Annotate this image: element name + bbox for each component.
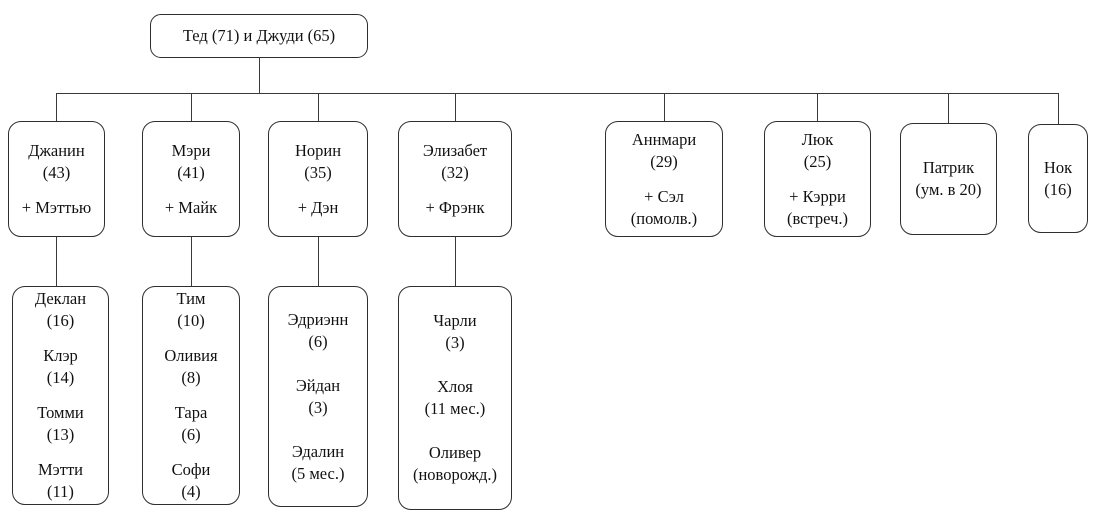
partner-label: + Кэрри: [789, 186, 846, 206]
person-age: (14): [46, 368, 75, 387]
connector-drop-annmarie: [664, 93, 665, 122]
person-name: Эдриэнн: [287, 309, 349, 329]
grandchild: Эдалин (5 мес.): [292, 441, 345, 485]
person-age: (16): [46, 311, 75, 330]
node-patrick: Патрик (ум. в 20): [900, 123, 997, 235]
connector-drop-patrick: [948, 93, 949, 123]
person-name: Томми: [37, 403, 84, 422]
partner-label: + Мэттью: [21, 197, 92, 217]
person-age: (11 мес.): [424, 399, 486, 418]
person-name: Люк: [801, 129, 834, 149]
partner-note: (встреч.): [786, 208, 848, 228]
person-name: Тара: [174, 403, 208, 422]
node-kids-janine: Деклан (16) Клэр (14) Томми (13) Мэтти (…: [12, 286, 109, 505]
person-name: Норин: [294, 140, 342, 160]
grandchild: Тим (10): [177, 288, 206, 332]
grandchild: Чарли (3): [433, 310, 476, 354]
person-name: Деклан: [34, 289, 87, 308]
person-age: (5 мес.): [291, 463, 345, 483]
person-name: Оливия: [164, 346, 218, 365]
connector-drop-elizabeth: [455, 93, 456, 122]
person-age: (43): [42, 162, 71, 182]
person-age: (6): [308, 331, 328, 351]
grandchild: Оливия (8): [164, 345, 217, 389]
person-name: Оливер: [428, 443, 482, 462]
grandchild: Софи (4): [172, 459, 211, 503]
grandchild: Эдриэнн (6): [288, 309, 349, 353]
node-kids-mary: Тим (10) Оливия (8) Тара (6) Софи (4): [142, 286, 240, 505]
person-name: Элизабет: [422, 140, 488, 160]
person-age: (8): [181, 368, 201, 387]
person-age: (3): [445, 333, 465, 352]
connector-root-drop: [259, 57, 260, 94]
partner-label: + Фрэнк: [425, 197, 485, 217]
person-age: (ум. в 20): [915, 180, 982, 199]
connector-janine-kids: [56, 237, 57, 286]
person-age: (10): [177, 311, 205, 330]
grandchild: Деклан (16): [35, 288, 86, 332]
grandchild: Тара (6): [175, 402, 208, 446]
person-name: Чарли: [433, 311, 477, 330]
partner-label: + Дэн: [297, 197, 339, 217]
node-elizabeth: Элизабет (32) + Фрэнк: [398, 121, 512, 237]
person-age: (35): [304, 162, 332, 182]
connector-drop-mary: [191, 93, 192, 122]
person-name: Аннмари: [631, 129, 697, 149]
person-name: Эдалин: [291, 441, 345, 461]
connector-drop-luke: [817, 93, 818, 122]
person-age: (29): [650, 151, 678, 171]
node-kids-elizabeth: Чарли (3) Хлоя (11 мес.) Оливер (новорож…: [398, 286, 512, 510]
person-age: (3): [308, 397, 328, 417]
person-name: Нок: [1043, 157, 1073, 177]
connector-elizabeth-kids: [455, 237, 456, 286]
person-name: Мэри: [171, 140, 211, 160]
person-name: Софи: [171, 460, 211, 479]
partner-note: (помолв.): [630, 208, 698, 228]
person-age: (25): [803, 151, 832, 171]
person-name: Джанин: [28, 140, 85, 160]
grandchild: Оливер (новорожд.): [413, 442, 497, 486]
node-kids-noreen: Эдриэнн (6) Эйдан (3) Эдалин (5 мес.): [268, 286, 368, 507]
node-ted-judy: Тед (71) и Джуди (65): [150, 14, 368, 58]
person-age: (41): [177, 162, 205, 182]
connector-drop-janine: [56, 93, 57, 122]
person-name: Мэтти: [37, 460, 83, 479]
grandchild: Томми (13): [37, 402, 84, 446]
person-name: Патрик: [922, 158, 975, 177]
node-annmarie: Аннмари (29) + Сэл (помолв.): [605, 121, 723, 237]
person-age: (6): [181, 425, 201, 444]
person-name: Эйдан: [295, 375, 341, 395]
partner-label: + Сэл: [644, 186, 684, 206]
person-age: (13): [46, 425, 75, 444]
person-age: (новорожд.): [412, 465, 497, 484]
connector-mary-kids: [191, 237, 192, 286]
node-nok: Нок (16): [1028, 124, 1088, 233]
person-age: (16): [1044, 179, 1072, 199]
person-name: Тим: [176, 289, 206, 308]
grandchild: Клэр (14): [43, 345, 78, 389]
connector-children-bus: [56, 93, 1059, 94]
grandchild: Хлоя (11 мес.): [425, 376, 486, 420]
person-name: Клэр: [43, 346, 78, 365]
node-mary: Мэри (41) + Майк: [142, 121, 240, 237]
connector-drop-noreen: [318, 93, 319, 122]
node-noreen: Норин (35) + Дэн: [268, 121, 368, 237]
person-age: (11): [47, 482, 74, 501]
person-age: (4): [181, 482, 201, 501]
grandchild: Мэтти (11): [38, 459, 83, 503]
grandchild: Эйдан (3): [296, 375, 340, 419]
person-name: Хлоя: [437, 377, 473, 396]
connector-noreen-kids: [318, 237, 319, 286]
person-age: (32): [441, 162, 469, 182]
partner-label: + Майк: [164, 197, 218, 217]
connector-drop-nok: [1058, 93, 1059, 125]
node-luke: Люк (25) + Кэрри (встреч.): [764, 121, 871, 237]
root-couple-label: Тед (71) и Джуди (65): [182, 26, 336, 45]
node-janine: Джанин (43) + Мэттью: [8, 121, 105, 237]
